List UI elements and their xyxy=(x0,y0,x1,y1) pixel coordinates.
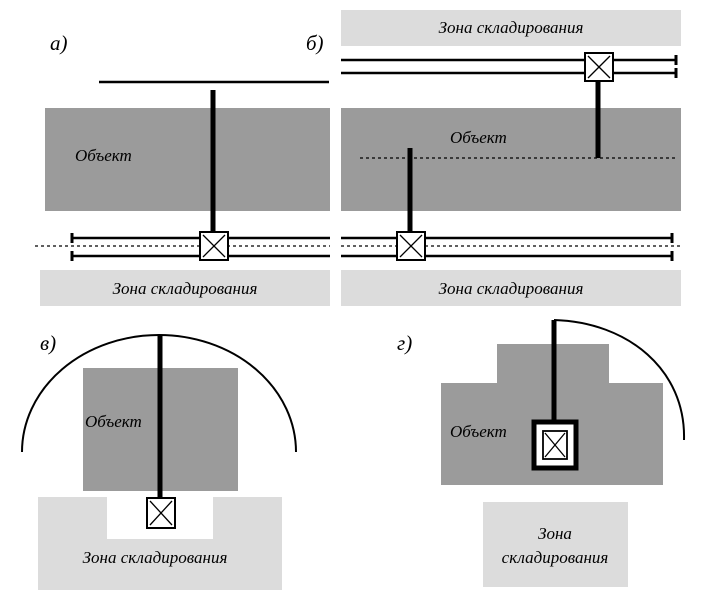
panel-v-object-label: Объект xyxy=(85,412,142,431)
panel-v-label: в) xyxy=(40,331,56,355)
panel-g-object-label: Объект xyxy=(450,422,507,441)
panel-b-storage-zone-top xyxy=(341,10,681,46)
panel-a-object xyxy=(45,108,330,211)
panel-b-crane-icon-lower xyxy=(396,231,426,261)
panel-g-crane-icon xyxy=(531,419,579,471)
panel-v-storage-zone xyxy=(38,497,282,590)
panel-g-zone-label-line2: складирования xyxy=(502,548,609,567)
panel-a-object-label: Объект xyxy=(75,146,132,165)
panel-g-label: г) xyxy=(397,331,412,355)
panel-b: б) Зона складирования Объект Зона склади… xyxy=(306,10,681,306)
panel-a: а) Объект Зона складирования xyxy=(35,31,330,306)
panel-a-crane-icon xyxy=(199,231,229,261)
panel-b-label: б) xyxy=(306,31,324,55)
panel-v-crane-reach-arc xyxy=(21,334,297,453)
panel-g-crane-reach-arc xyxy=(553,319,686,441)
panel-b-storage-zone-bottom xyxy=(341,270,681,306)
panel-v: в) Объект Зона складирования xyxy=(21,331,297,590)
panel-v-zone-label: Зона складирования xyxy=(83,548,228,567)
panel-g-zone-label-line1: Зона xyxy=(538,524,572,543)
panel-b-zone-top-label: Зона складирования xyxy=(439,18,584,37)
panel-g: г) Объект Зона складирования xyxy=(397,319,686,587)
panel-b-object-label: Объект xyxy=(450,128,507,147)
panel-b-zone-bottom-label: Зона складирования xyxy=(439,279,584,298)
panel-a-zone-label: Зона складирования xyxy=(113,279,258,298)
panel-g-storage-zone xyxy=(483,502,628,587)
panel-v-crane-icon xyxy=(146,497,176,529)
panel-a-label: а) xyxy=(50,31,68,55)
panel-b-object xyxy=(341,108,681,211)
panel-a-storage-zone xyxy=(40,270,330,306)
panel-b-crane-icon-upper xyxy=(584,52,614,82)
